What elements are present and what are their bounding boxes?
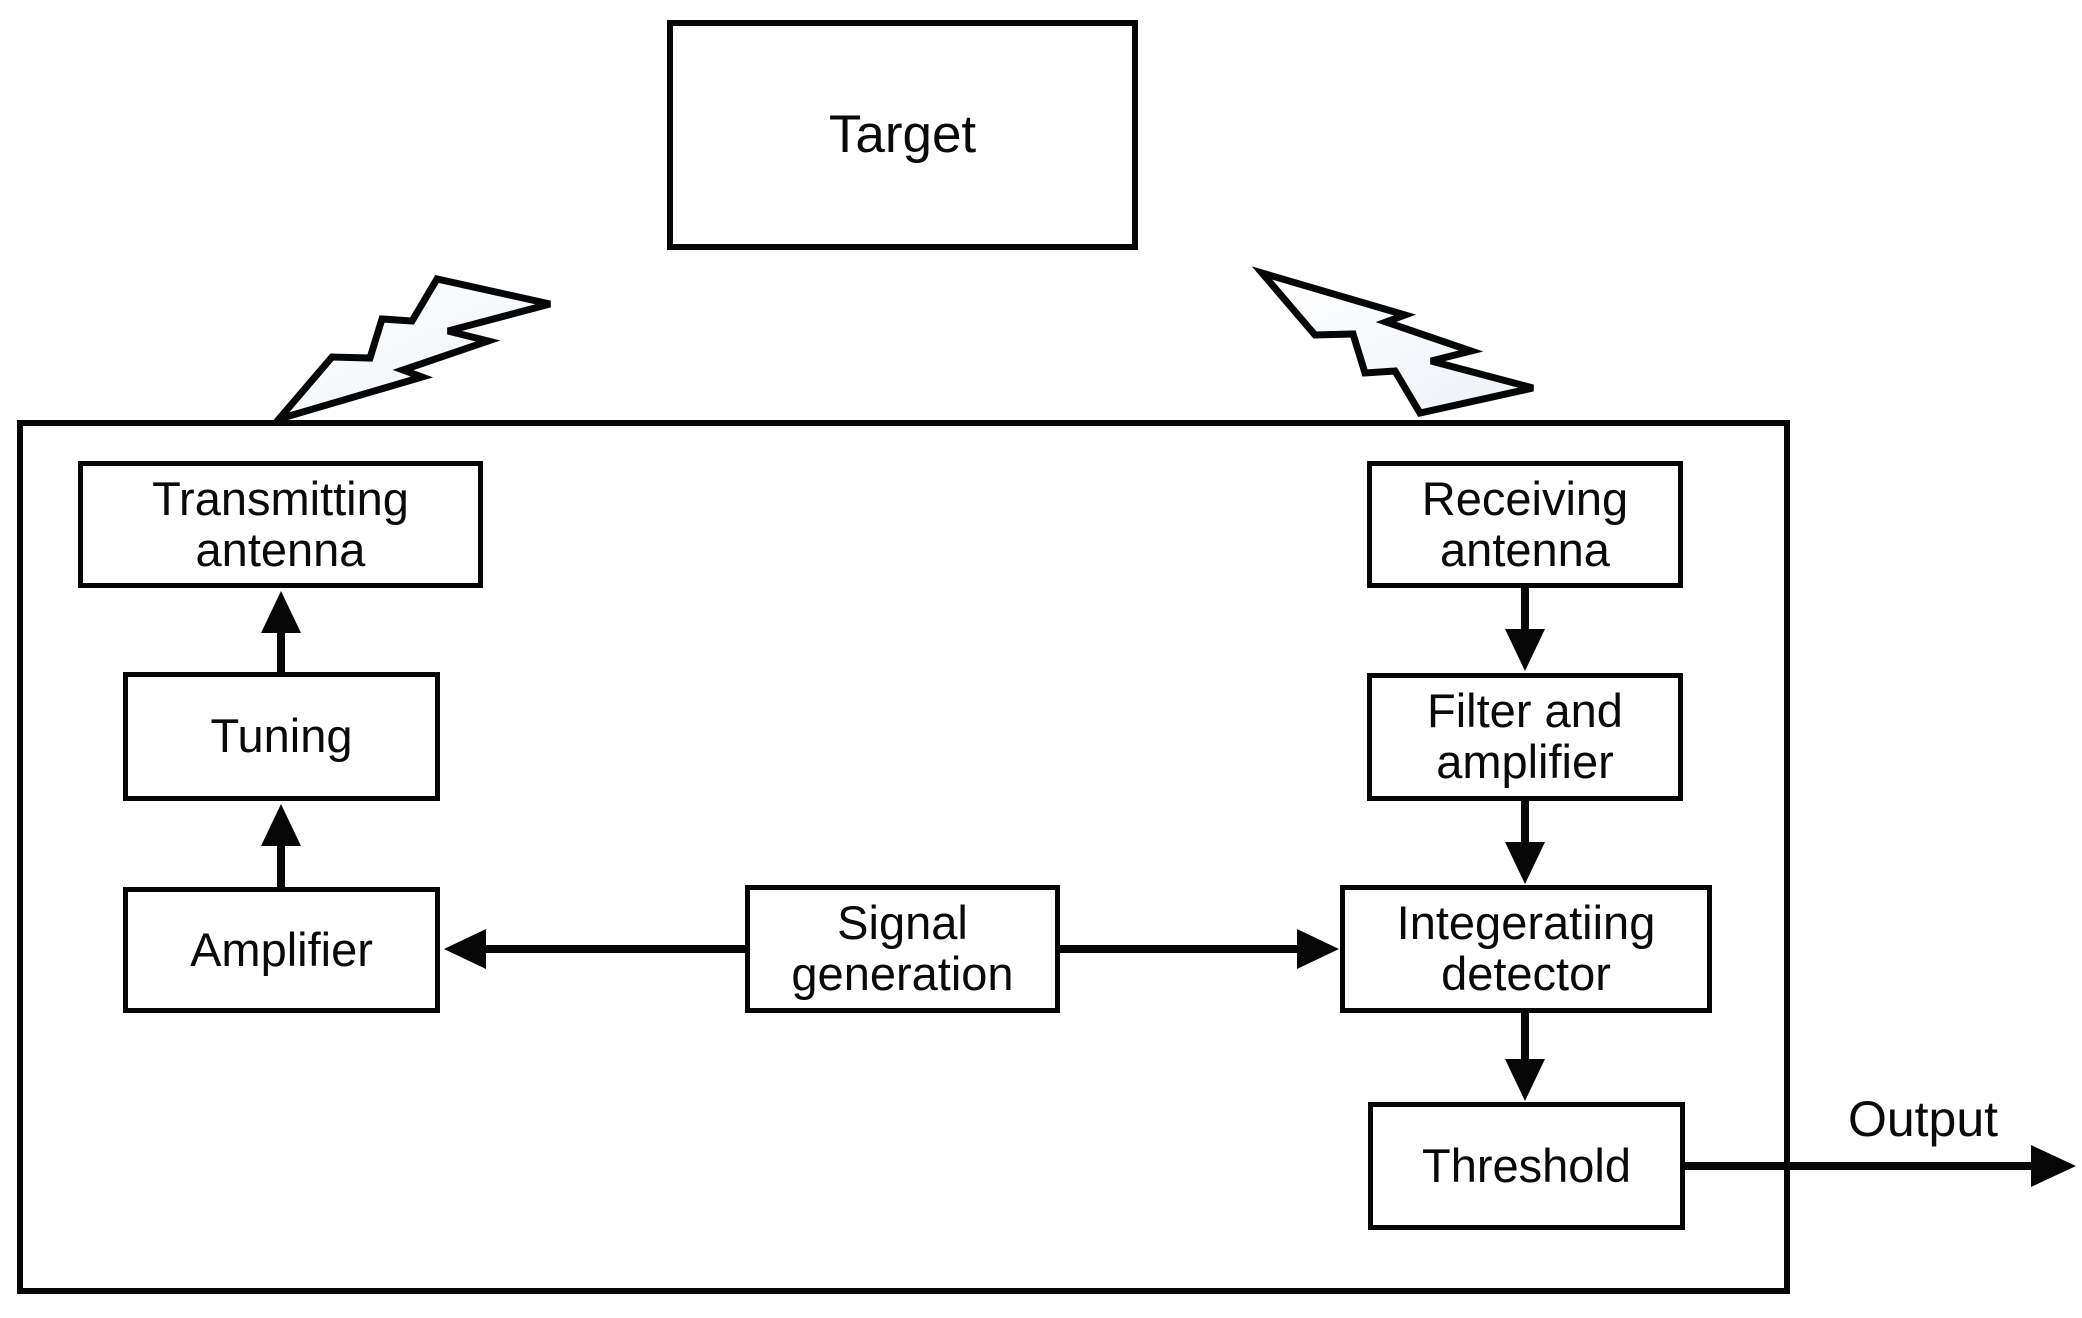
node-label-line: Tuning	[210, 709, 353, 763]
node-label-line: generation	[791, 947, 1014, 1000]
arrow-amplifier-to-tuning	[261, 804, 301, 887]
node-target: Target	[667, 20, 1138, 250]
node-label-line: Filter and	[1427, 684, 1623, 738]
arrow-signal-generation-to-amplifier	[444, 929, 745, 969]
node-transmitting-antenna: Transmitting antenna	[78, 461, 483, 588]
node-label-line: Integeratiing	[1396, 896, 1656, 950]
node-signal-generation: Signal generation	[745, 885, 1060, 1013]
arrow-signal-generation-to-integrating-detector	[1060, 929, 1339, 969]
node-filter-and-amplifier: Filter and amplifier	[1367, 673, 1683, 801]
arrow-tuning-to-transmitting-antenna	[261, 591, 301, 672]
arrow-integrating-detector-to-threshold	[1505, 1013, 1545, 1101]
arrow-filter-to-integrating-detector	[1505, 801, 1545, 884]
node-integrating-detector: Integeratiing detector	[1340, 885, 1712, 1013]
node-label-line: Amplifier	[190, 922, 373, 976]
node-receiving-antenna: Receiving antenna	[1367, 461, 1683, 588]
node-threshold: Threshold	[1368, 1102, 1685, 1230]
node-label-line: Signal	[837, 896, 968, 950]
node-tuning: Tuning	[123, 672, 440, 801]
node-label-line: amplifier	[1436, 735, 1614, 788]
node-label-line: Transmitting	[152, 471, 409, 525]
arrow-threshold-to-output	[1685, 1145, 2076, 1187]
system-enclosure	[17, 420, 1790, 1294]
receive-lightning-icon	[1251, 266, 1534, 417]
node-label: Target	[828, 105, 977, 165]
node-label-line: Receiving	[1421, 471, 1629, 525]
node-amplifier: Amplifier	[123, 887, 440, 1013]
arrow-receiving-antenna-to-filter	[1505, 588, 1545, 671]
node-label-line: Threshold	[1422, 1138, 1631, 1192]
node-label-line: antenna	[1440, 522, 1610, 576]
node-label-line: detector	[1441, 947, 1611, 1000]
node-label-line: antenna	[195, 522, 366, 576]
transmit-lightning-icon	[268, 275, 551, 426]
output-label: Output	[1847, 1091, 1999, 1147]
